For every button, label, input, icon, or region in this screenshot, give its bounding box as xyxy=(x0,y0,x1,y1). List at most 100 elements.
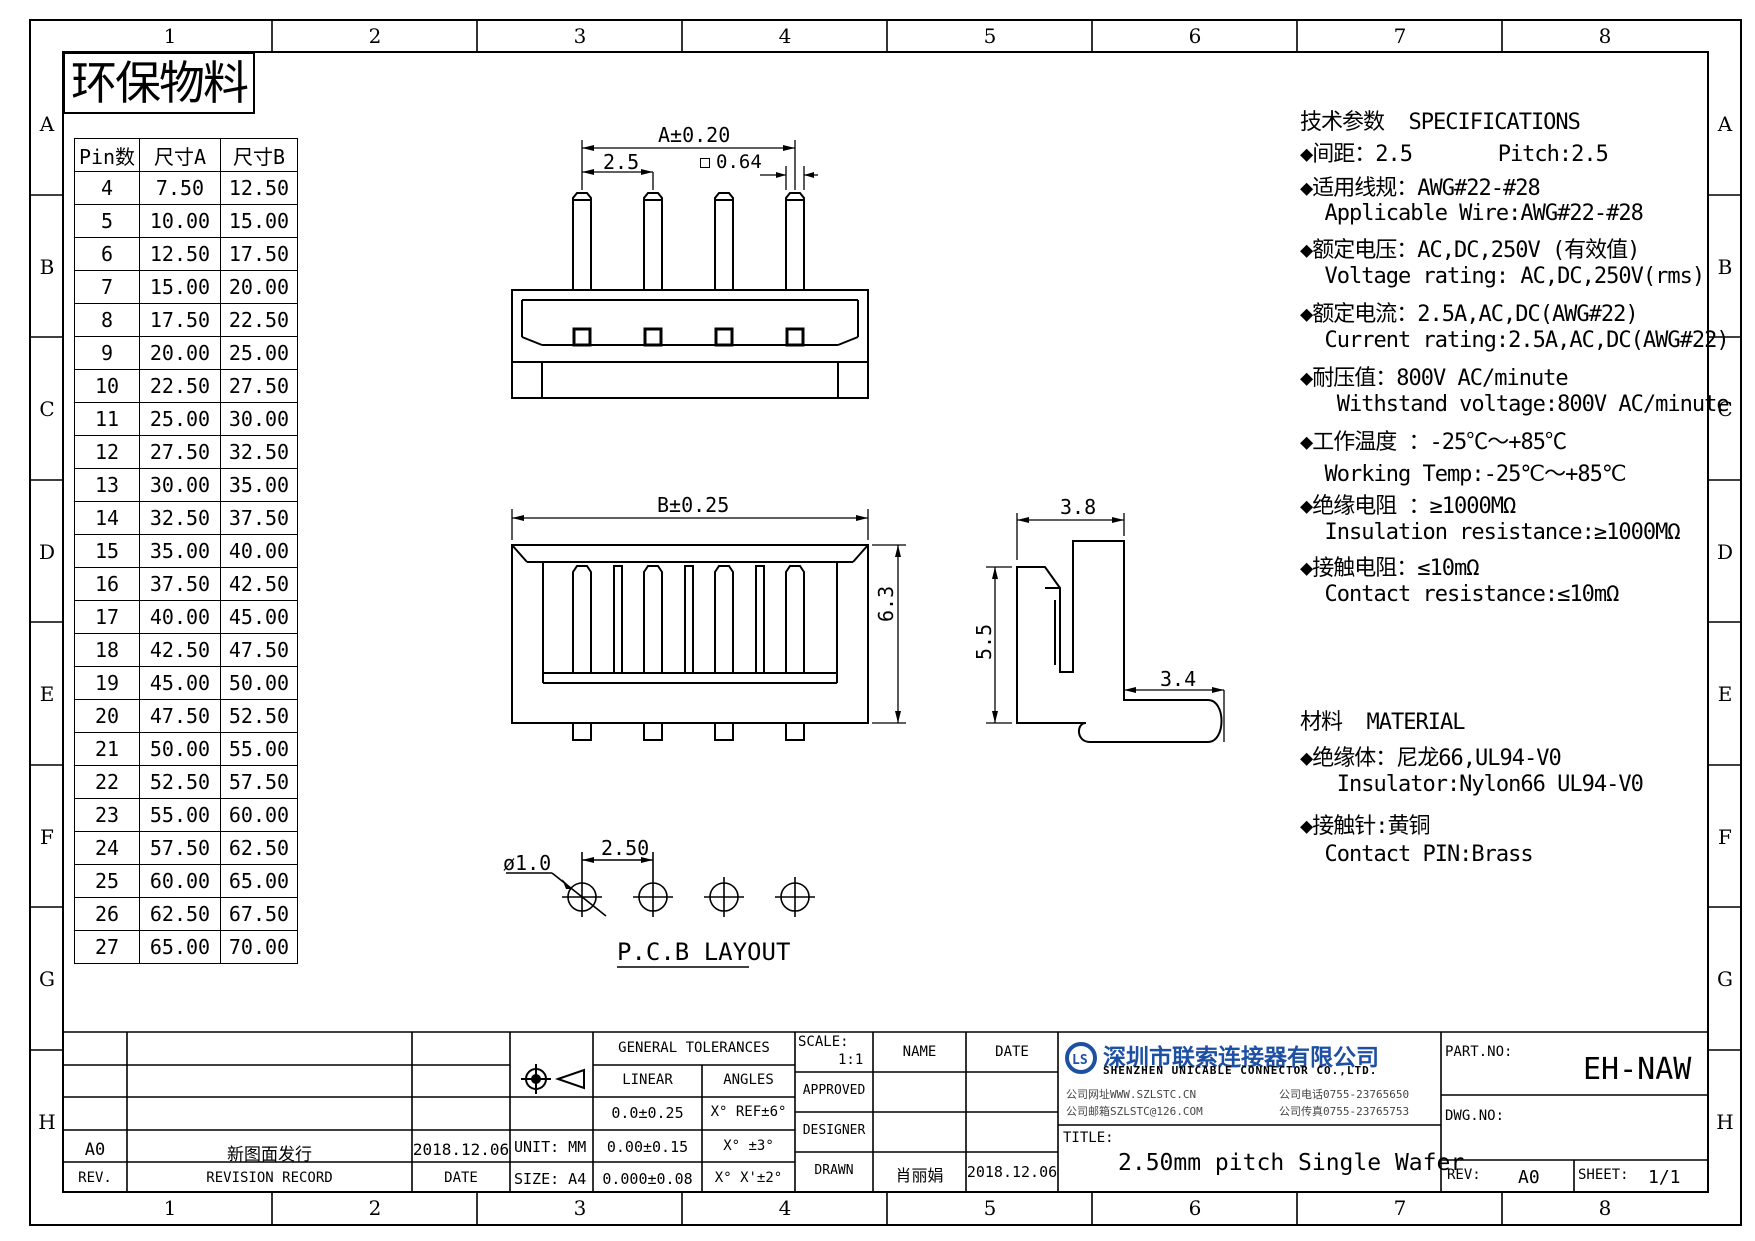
drawn-label: DRAWN xyxy=(814,1163,854,1178)
pin-count-cell: 6 xyxy=(74,237,140,271)
spec-line: Current rating:2.5A,AC,DC(AWG#22) xyxy=(1300,328,1729,353)
zone-col-7-bottom: 7 xyxy=(1393,1196,1407,1220)
dim-a-cell: 60.00 xyxy=(139,864,221,898)
dim-b-cell: 45.00 xyxy=(220,600,298,634)
dim-b-cell: 55.00 xyxy=(220,732,298,766)
dim-a-cell: 40.00 xyxy=(139,600,221,634)
pcb-layout xyxy=(506,852,815,917)
dim-a-tolerance: A±0.20 xyxy=(658,123,731,147)
zone-row-d-right: D xyxy=(1716,540,1734,564)
title-label: TITLE: xyxy=(1063,1130,1114,1146)
dim-pitch-top: 2.5 xyxy=(603,150,640,174)
pin-count-cell: 24 xyxy=(74,831,140,865)
rev-row-record: 新图面发行 xyxy=(227,1145,312,1165)
dim-a-cell: 47.50 xyxy=(139,699,221,733)
company-logo-icon: LS xyxy=(1065,1042,1097,1074)
dim-b-cell: 57.50 xyxy=(220,765,298,799)
dim-a-cell: 62.50 xyxy=(139,897,221,931)
dim-b-cell: 20.00 xyxy=(220,270,298,304)
angles-label: ANGLES xyxy=(723,1072,774,1088)
dim-b-tolerance: B±0.25 xyxy=(657,493,730,517)
pin-count-cell: 12 xyxy=(74,435,140,469)
rev-row-date: 2018.12.06 xyxy=(412,1140,510,1159)
dim-side-width: 3.8 xyxy=(1060,495,1097,519)
company-name-en: SHENZHEN UNICABLE CONNECTOR CO.,LTD. xyxy=(1103,1064,1378,1077)
sheet-value: 1/1 xyxy=(1648,1167,1681,1188)
pin-count-cell: 17 xyxy=(74,600,140,634)
pin-count-cell: 27 xyxy=(74,930,140,964)
drawing-title: 2.50mm pitch Single Wafer xyxy=(1118,1150,1465,1176)
spec-line: Insulation resistance:≥1000MΩ xyxy=(1300,520,1680,545)
dim-pin-size: 0.64 xyxy=(700,151,762,173)
material-line: ◆接触针:黄铜 xyxy=(1300,814,1430,839)
dim-b-cell: 47.50 xyxy=(220,633,298,667)
dim-pin-size-value: 0.64 xyxy=(716,151,762,173)
zone-col-6: 6 xyxy=(1188,24,1202,48)
company-web: 公司网址WWW.SZLSTC.CN xyxy=(1066,1088,1197,1101)
rev-label: REV. xyxy=(78,1170,112,1186)
zone-row-c: C xyxy=(39,397,55,421)
dim-a-cell: 30.00 xyxy=(139,468,221,502)
dim-a-cell: 42.50 xyxy=(139,633,221,667)
pin-count-cell: 8 xyxy=(74,303,140,337)
material-line: ◆绝缘体：尼龙66,UL94-V0 xyxy=(1300,746,1562,771)
part-no: EH-NAW xyxy=(1583,1052,1692,1087)
zone-col-3-bottom: 3 xyxy=(573,1196,587,1220)
company-fax: 公司传真0755-23765753 xyxy=(1279,1105,1410,1118)
tol-linear-3: 0.000±0.08 xyxy=(602,1170,693,1188)
dim-b-cell: 65.00 xyxy=(220,864,298,898)
dim-b-cell: 12.50 xyxy=(220,171,298,205)
dim-b-cell: 30.00 xyxy=(220,402,298,436)
zone-row-f-right: F xyxy=(1718,825,1732,849)
zone-row-d: D xyxy=(38,540,56,564)
pin-count-cell: 5 xyxy=(74,204,140,238)
zone-col-5: 5 xyxy=(983,24,997,48)
drawn-name: 肖丽娟 xyxy=(895,1166,944,1185)
zone-row-g-right: G xyxy=(1717,967,1733,991)
spec-line: ◆接触电阻：≤10mΩ xyxy=(1300,556,1479,581)
dim-a-cell: 15.00 xyxy=(139,270,221,304)
dim-b-cell: 42.50 xyxy=(220,567,298,601)
zone-row-e: E xyxy=(39,682,55,706)
approved-label: APPROVED xyxy=(802,1083,866,1098)
dim-a-cell: 10.00 xyxy=(139,204,221,238)
zone-col-4-bottom: 4 xyxy=(778,1196,792,1220)
header-dim-b: 尺寸B xyxy=(220,138,298,172)
date-label-2: DATE xyxy=(995,1044,1029,1060)
tol-angle-2: X° ±3° xyxy=(723,1138,774,1154)
unit-label: UNIT: MM xyxy=(514,1138,587,1156)
spec-line: ◆工作温度 ：-25℃～+85℃ xyxy=(1300,430,1567,455)
dim-height: 6.3 xyxy=(874,585,898,622)
zone-col-6-bottom: 6 xyxy=(1188,1196,1202,1220)
dim-b-cell: 15.00 xyxy=(220,204,298,238)
spec-line: ◆绝缘电阻 ：≥1000MΩ xyxy=(1300,494,1516,519)
side-view xyxy=(1016,540,1223,743)
spec-line: ◆额定电流：2.5A,AC,DC(AWG#22) xyxy=(1300,302,1639,327)
pin-count-cell: 20 xyxy=(74,699,140,733)
tol-angle-1: X° REF±6° xyxy=(710,1104,787,1120)
eco-material-stamp: 环保物料 xyxy=(63,52,255,114)
linear-label: LINEAR xyxy=(622,1072,673,1088)
drawn-date: 2018.12.06 xyxy=(966,1163,1058,1181)
part-no-label: PART.NO: xyxy=(1445,1044,1513,1060)
spec-line: ◆适用线规：AWG#22-#28 xyxy=(1300,176,1541,201)
dim-a-cell: 27.50 xyxy=(139,435,221,469)
